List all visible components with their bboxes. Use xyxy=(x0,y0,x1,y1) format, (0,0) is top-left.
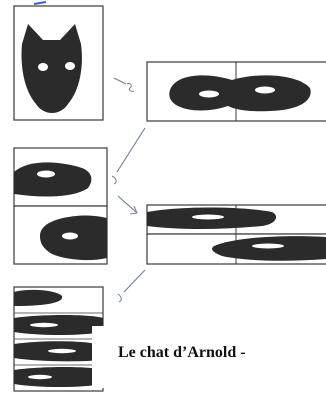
stacked-strip-3-eye xyxy=(48,349,76,353)
panel-stretched xyxy=(147,62,326,121)
stretched-left-eye xyxy=(199,91,219,98)
cut-half-top xyxy=(14,162,91,196)
panel-cut xyxy=(14,148,107,264)
cut-top-eye xyxy=(37,171,55,178)
restretched-bottom-eye xyxy=(252,244,284,249)
stacked-strip-2-eye xyxy=(30,323,58,327)
stretched-face-shape xyxy=(169,75,310,111)
stacked-strip-4-eye xyxy=(28,375,52,379)
arrow-step-2 xyxy=(112,128,145,184)
cut-bottom-eye xyxy=(62,233,78,240)
arrow-step-4 xyxy=(118,270,145,302)
panel-original-cat xyxy=(14,2,103,120)
arrow-step-3 xyxy=(118,196,137,214)
panel-stacked xyxy=(14,287,103,391)
cat-right-eye xyxy=(65,62,75,70)
pencil-mark-top xyxy=(34,2,46,4)
cat-left-eye xyxy=(38,63,48,71)
figure-caption: Le chat d’Arnold - xyxy=(118,342,246,364)
restretched-top-eye xyxy=(192,215,224,220)
stacked-strip-2 xyxy=(14,315,103,335)
stacked-strip-4 xyxy=(14,367,103,387)
panel-restretched xyxy=(147,205,326,264)
stretched-right-eye xyxy=(255,87,275,94)
arrow-step-1 xyxy=(114,78,134,91)
